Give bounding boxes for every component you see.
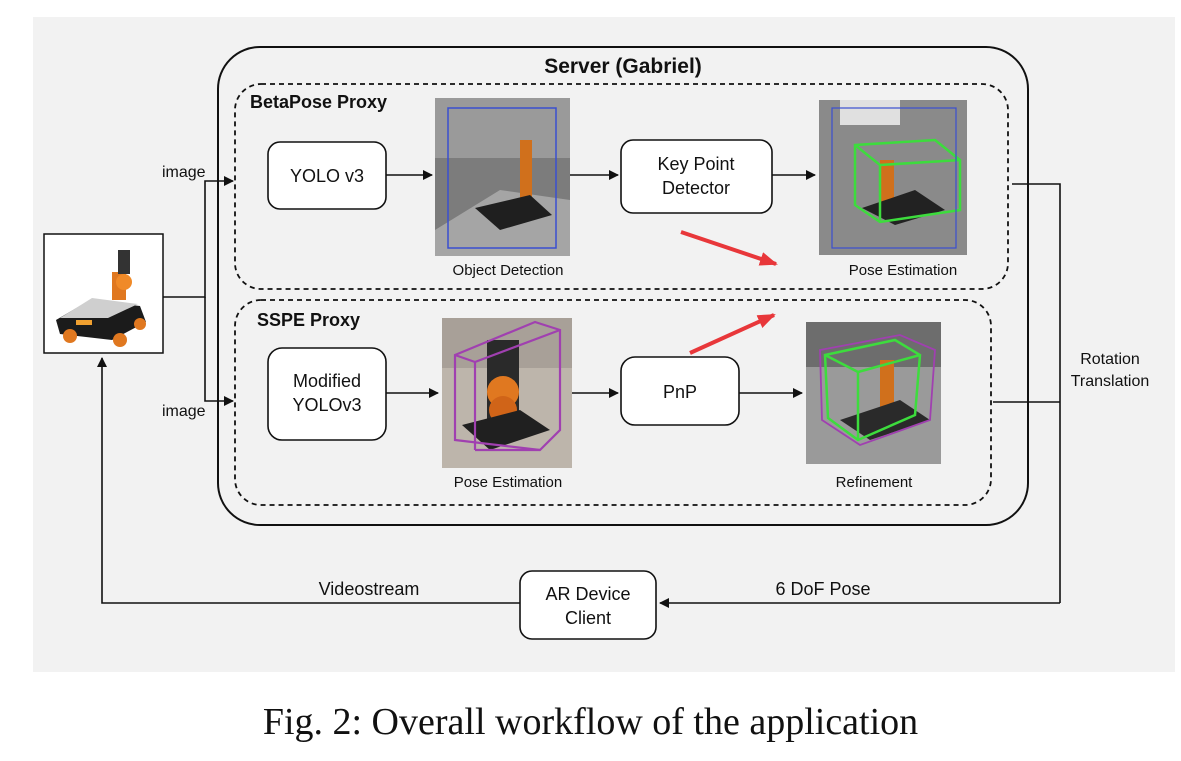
output-connector-top xyxy=(1012,183,1061,603)
red-arrow-down xyxy=(680,230,778,266)
modified-yolov3-box xyxy=(267,347,387,441)
videostream-label: Videostream xyxy=(319,579,420,599)
ar-device-label-line1: AR Device xyxy=(545,584,630,604)
modified-label-line1: Modified xyxy=(293,371,361,391)
videostream-connector xyxy=(97,357,520,604)
dof-pose-label: 6 DoF Pose xyxy=(775,579,870,599)
refinement-label: Refinement xyxy=(836,474,914,491)
diagram-background xyxy=(33,17,1175,672)
image-split-connector-bottom xyxy=(204,297,234,406)
key-point-label-line1: Key Point xyxy=(657,154,734,174)
key-point-detector-box xyxy=(620,139,773,214)
rotation-label: Rotation xyxy=(1080,351,1140,368)
object-detection-image xyxy=(435,98,570,256)
input-robot-image xyxy=(43,233,164,354)
refinement-image xyxy=(806,322,941,464)
ar-device-client-box xyxy=(519,570,657,640)
pnp-label: PnP xyxy=(663,382,697,402)
betapose-proxy-title: BetaPose Proxy xyxy=(250,92,387,112)
pose-estimation-image-top xyxy=(819,100,967,255)
image-label-bottom: image xyxy=(162,403,206,420)
betapose-proxy-box xyxy=(234,83,1009,290)
key-point-label-line2: Detector xyxy=(662,178,730,198)
image-split-connector xyxy=(163,176,234,298)
red-arrow-up xyxy=(689,313,776,355)
sspe-proxy-box xyxy=(234,299,992,506)
ar-device-label-line2: Client xyxy=(565,608,611,628)
translation-label: Translation xyxy=(1071,373,1150,390)
pose-estimation-label-top: Pose Estimation xyxy=(849,262,957,279)
pose-estimation-label-bottom: Pose Estimation xyxy=(454,474,562,491)
figure-caption: Fig. 2: Overall workflow of the applicat… xyxy=(262,701,919,743)
modified-label-line2: YOLOv3 xyxy=(292,395,361,415)
object-detection-label: Object Detection xyxy=(453,262,564,279)
pose-estimation-image-bottom xyxy=(442,318,572,468)
yolo-v3-label: YOLO v3 xyxy=(290,166,364,186)
image-label-top: image xyxy=(162,164,206,181)
server-title: Server (Gabriel) xyxy=(544,55,702,78)
sspe-proxy-title: SSPE Proxy xyxy=(257,310,360,330)
pnp-box xyxy=(620,356,740,426)
server-container xyxy=(217,46,1029,526)
